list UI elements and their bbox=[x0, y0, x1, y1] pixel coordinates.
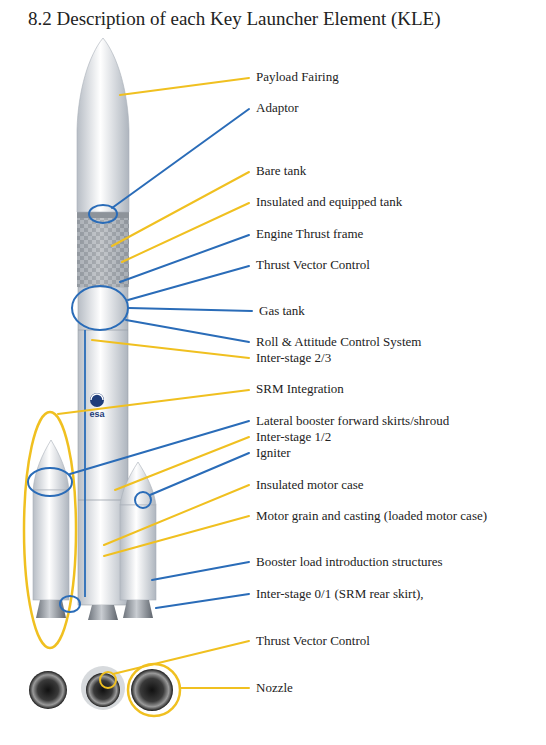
part-label: Bare tank bbox=[256, 164, 306, 179]
section-title: 8.2 Description of each Key Launcher Ele… bbox=[28, 8, 441, 30]
part-label: SRM Integration bbox=[256, 382, 344, 397]
part-label: Roll & Attitude Control System bbox=[256, 335, 421, 350]
part-label: Engine Thrust frame bbox=[256, 227, 363, 242]
adaptor-ring bbox=[77, 212, 129, 218]
payload-fairing bbox=[77, 38, 129, 212]
leader-line bbox=[104, 516, 249, 556]
leader-line bbox=[129, 308, 252, 311]
part-label: Nozzle bbox=[256, 681, 293, 696]
leader-line bbox=[113, 641, 249, 674]
part-label: Inter-stage 1/2 bbox=[256, 430, 331, 445]
part-label: Thrust Vector Control bbox=[256, 634, 370, 649]
core-nozzle bbox=[88, 605, 118, 620]
leader-line bbox=[180, 687, 249, 689]
part-label: Motor grain and casting (loaded motor ca… bbox=[256, 509, 487, 524]
booster-body bbox=[33, 490, 69, 600]
highlight-ellipse bbox=[72, 286, 128, 330]
leader-line bbox=[120, 235, 249, 282]
leader-line bbox=[152, 562, 249, 580]
leader-line bbox=[122, 203, 249, 262]
booster-body bbox=[120, 505, 156, 600]
leader-line bbox=[112, 109, 249, 208]
part-label: Inter-stage 0/1 (SRM rear skirt), bbox=[256, 587, 424, 602]
leader-line bbox=[128, 266, 249, 300]
leader-line bbox=[84, 330, 86, 597]
part-label: Thrust Vector Control bbox=[256, 258, 370, 273]
booster-nose bbox=[33, 440, 69, 490]
part-label: Adaptor bbox=[256, 101, 299, 116]
esa-logo-arc bbox=[91, 394, 103, 400]
leader-line bbox=[156, 594, 249, 608]
part-label: Insulated motor case bbox=[256, 478, 364, 493]
nozzle-view bbox=[86, 673, 120, 707]
part-label: Payload Fairing bbox=[256, 70, 339, 85]
part-label: Booster load introduction structures bbox=[256, 555, 443, 570]
booster-nozzle bbox=[123, 600, 153, 618]
part-label: Inter-stage 2/3 bbox=[256, 351, 331, 366]
part-label: Igniter bbox=[256, 446, 291, 461]
highlight-ellipse bbox=[28, 468, 72, 496]
esa-logo-mark bbox=[90, 393, 104, 407]
logo-text: esa bbox=[89, 409, 104, 419]
part-label: Lateral booster forward skirts/shroud bbox=[256, 414, 449, 429]
leader-line bbox=[120, 78, 249, 95]
leader-line bbox=[58, 390, 249, 414]
highlight-ellipse bbox=[60, 596, 80, 612]
leader-line bbox=[92, 340, 249, 358]
leader-line bbox=[126, 320, 249, 342]
leader-line bbox=[150, 453, 249, 495]
nozzle-view bbox=[131, 669, 173, 711]
highlight-circle bbox=[135, 492, 151, 508]
nozzle-view bbox=[29, 671, 67, 709]
highlight-circle bbox=[128, 664, 180, 716]
part-label: Insulated and equipped tank bbox=[256, 195, 402, 210]
part-label: Gas tank bbox=[259, 304, 305, 319]
